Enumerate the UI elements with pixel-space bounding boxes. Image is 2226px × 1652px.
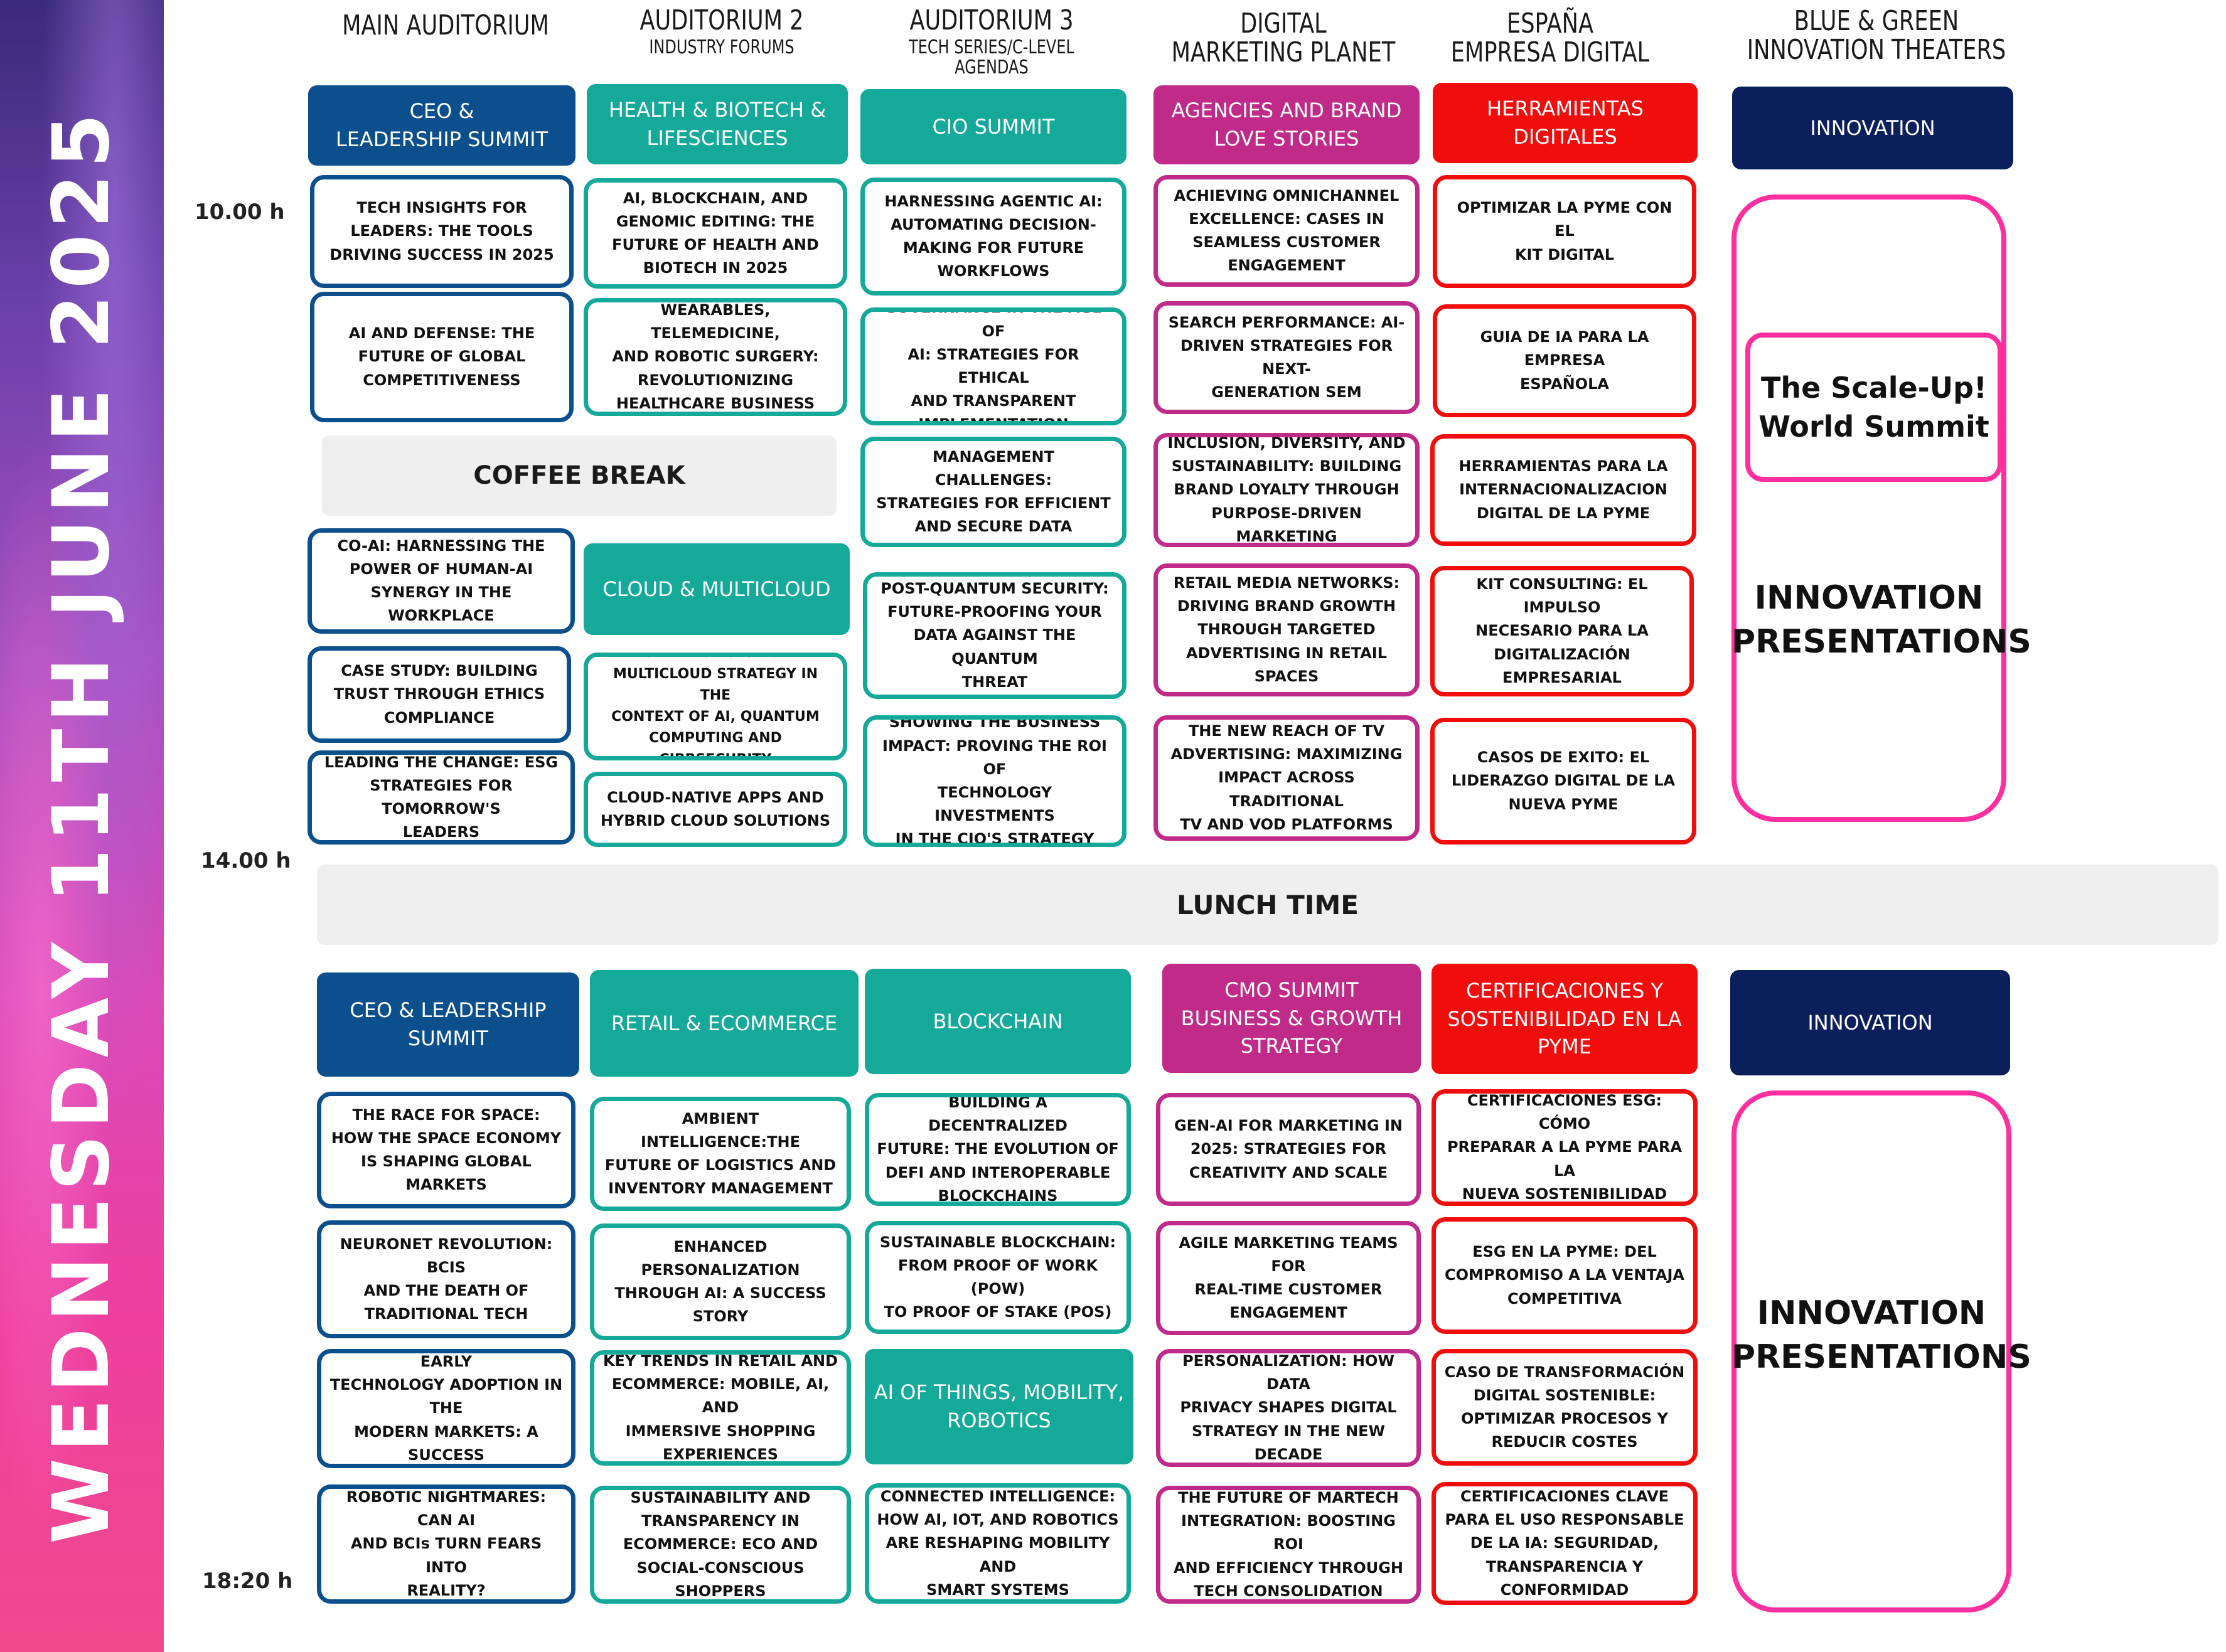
session-card[interactable]: ENHANCED PERSONALIZATION THROUGH AI: A S… <box>590 1223 851 1340</box>
session-card[interactable]: BEST PRACTICES FOR A MULTICLOUD STRATEGY… <box>584 653 847 760</box>
track-header-herramientas[interactable]: HERRAMIENTAS DIGITALES <box>1433 83 1698 163</box>
session-card[interactable]: POST-QUANTUM SECURITY: FUTURE-PROOFING Y… <box>863 572 1126 699</box>
session-card[interactable]: BUILDING A DECENTRALIZED FUTURE: THE EVO… <box>865 1093 1131 1206</box>
innovation-presentations-morning: INNOVATION PRESENTATIONS <box>1731 579 2031 661</box>
coffee-break: COFFEE BREAK <box>322 435 837 516</box>
session-card[interactable]: AI, BLOCKCHAIN, AND GENOMIC EDITING: THE… <box>584 178 847 289</box>
session-card[interactable]: CERTIFICACIONES CLAVE PARA EL USO RESPON… <box>1431 1482 1698 1605</box>
session-card[interactable]: CONNECTED INTELLIGENCE: HOW AI, IOT, AND… <box>865 1483 1131 1604</box>
time-mid: 14.00 h <box>201 848 291 873</box>
session-card[interactable]: CASOS DE EXITO: EL LIDERAZGO DIGITAL DE … <box>1430 718 1696 845</box>
session-card[interactable]: ACHIEVING OMNICHANNEL EXCELLENCE: CASES … <box>1153 175 1420 287</box>
venue-subtitle: TECH SERIES/C-LEVEL AGENDAS <box>909 36 1074 78</box>
session-card[interactable]: CERTIFICACIONES ESG: CÓMO PREPARAR A LA … <box>1431 1089 1698 1206</box>
track-header-cio-summit[interactable]: CIO SUMMIT <box>860 89 1126 164</box>
session-card[interactable]: OPTIMIZAR LA PYME CON EL KIT DIGITAL <box>1433 175 1696 288</box>
session-card[interactable]: SUSTAINABILITY AND TRANSPARENCY IN ECOMM… <box>590 1486 851 1604</box>
session-card[interactable]: HERRAMIENTAS PARA LA INTERNACIONALIZACIO… <box>1430 434 1696 546</box>
track-subheader-ai-of-things[interactable]: AI OF THINGS, MOBILITY, ROBOTICS <box>865 1349 1133 1464</box>
session-card[interactable]: AGILE MARKETING TEAMS FOR REAL-TIME CUST… <box>1156 1221 1421 1335</box>
time-end: 18:20 h <box>202 1569 293 1594</box>
session-card[interactable]: GUIA DE IA PARA LA EMPRESA ESPAÑOLA <box>1433 304 1696 417</box>
session-card[interactable]: KIT CONSULTING: EL IMPULSO NECESARIO PAR… <box>1430 566 1694 696</box>
session-card[interactable]: CLOUD-NATIVE APPS AND HYBRID CLOUD SOLUT… <box>584 772 847 847</box>
session-card[interactable]: THE NEW REACH OF TV ADVERTISING: MAXIMIZ… <box>1153 715 1420 841</box>
session-card[interactable]: ESG EN LA PYME: DEL COMPROMISO A LA VENT… <box>1431 1217 1698 1334</box>
session-card[interactable]: AI AND DEFENSE: THE FUTURE OF GLOBAL COM… <box>310 292 574 422</box>
track-header-health-biotech[interactable]: HEALTH & BIOTECH & LIFESCIENCES <box>587 84 848 164</box>
track-header-innovation-morning[interactable]: INNOVATION <box>1732 87 2013 169</box>
session-card[interactable]: KEY TRENDS IN RETAIL AND ECOMMERCE: MOBI… <box>590 1350 851 1466</box>
session-card[interactable]: HARNESSING AGENTIC AI: AUTOMATING DECISI… <box>860 178 1126 296</box>
session-card[interactable]: CO-AI: HARNESSING THE POWER OF HUMAN-AI … <box>308 528 575 634</box>
session-card[interactable]: THE FUTURE OF MARTECH INTEGRATION: BOOST… <box>1156 1486 1421 1604</box>
session-card[interactable]: GOVERNANCE IN THE AGE OF AI: STRATEGIES … <box>860 307 1126 425</box>
track-header-blockchain[interactable]: BLOCKCHAIN <box>865 969 1131 1074</box>
track-header-ceo-leadership[interactable]: CEO & LEADERSHIP SUMMIT <box>308 85 575 166</box>
session-card[interactable]: THE RACE FOR SPACE: HOW THE SPACE ECONOM… <box>317 1092 575 1208</box>
venue-title: AUDITORIUM 2 <box>639 4 804 36</box>
session-card[interactable]: NAVIGATING DATA MANAGEMENT CHALLENGES: S… <box>860 437 1126 547</box>
track-header-cmo-summit[interactable]: CMO SUMMIT BUSINESS & GROWTH STRATEGY <box>1162 964 1421 1073</box>
session-card[interactable]: INCLUSION, DIVERSITY, AND SUSTAINABILITY… <box>1153 433 1420 547</box>
session-card[interactable]: LEADING THE CHANGE: ESG STRATEGIES FOR T… <box>308 750 575 845</box>
venue-main-auditorium: MAIN AUDITORIUM <box>308 11 584 40</box>
session-card[interactable]: AMBIENT INTELLIGENCE:THE FUTURE OF LOGIS… <box>590 1097 851 1211</box>
venue-digital-marketing-planet: DIGITAL MARKETING PLANET <box>1142 0 1425 78</box>
day-banner: WEDNESDAY 11TH JUNE 2025 <box>0 0 164 1652</box>
track-header-innovation-afternoon[interactable]: INNOVATION <box>1730 970 2010 1075</box>
venue-auditorium-3: AUDITORIUM 3 TECH SERIES/C-LEVEL AGENDAS <box>847 6 1136 77</box>
track-header-certificaciones[interactable]: CERTIFICACIONES Y SOSTENIBILIDAD EN LA P… <box>1431 964 1698 1074</box>
venue-title: AUDITORIUM 3 <box>909 4 1074 36</box>
venue-title: ESPAÑA EMPRESA DIGITAL <box>1450 7 1650 68</box>
session-card[interactable]: SUSTAINABLE BLOCKCHAIN: FROM PROOF OF WO… <box>865 1221 1131 1334</box>
track-header-retail-ecommerce[interactable]: RETAIL & ECOMMERCE <box>590 970 859 1077</box>
innovation-block-morning <box>1731 195 2006 822</box>
venue-title: BLUE & GREEN INNOVATION THEATERS <box>1747 4 2006 66</box>
session-card[interactable]: NEURONET REVOLUTION: BCIS AND THE DEATH … <box>317 1220 575 1338</box>
session-card[interactable]: PERSONALIZATION: HOW DATA PRIVACY SHAPES… <box>1156 1349 1421 1467</box>
track-header-agencies-brand[interactable]: AGENCIES AND BRAND LOVE STORIES <box>1153 85 1420 164</box>
session-card[interactable]: TECH INSIGHTS FOR LEADERS: THE TOOLS DRI… <box>310 175 574 288</box>
session-card[interactable]: SEARCH PERFORMANCE: AI- DRIVEN STRATEGIE… <box>1153 301 1420 414</box>
track-header-ceo-leadership-pm[interactable]: CEO & LEADERSHIP SUMMIT <box>317 973 579 1077</box>
session-card[interactable]: CASO DE TRANSFORMACIÓN DIGITAL SOSTENIBL… <box>1431 1349 1698 1466</box>
innovation-block-afternoon <box>1731 1090 2011 1612</box>
venue-title: DIGITAL MARKETING PLANET <box>1171 7 1396 68</box>
session-card[interactable]: RETAIL MEDIA NETWORKS: DRIVING BRAND GRO… <box>1153 563 1420 696</box>
venue-title: MAIN AUDITORIUM <box>342 9 549 41</box>
venue-subtitle: INDUSTRY FORUMS <box>649 36 795 59</box>
session-card[interactable]: SHOWING THE BUSINESS IMPACT: PROVING THE… <box>863 715 1126 847</box>
venue-espana-empresa-digital: ESPAÑA EMPRESA DIGITAL <box>1412 0 1688 78</box>
session-card[interactable]: WEARABLES, TELEMEDICINE, AND ROBOTIC SUR… <box>584 298 847 416</box>
venue-auditorium-2: AUDITORIUM 2 INDUSTRY FORUMS <box>584 6 860 58</box>
day-label: WEDNESDAY 11TH JUNE 2025 <box>36 107 127 1544</box>
session-card[interactable]: CEOs GUIDE TO FACE THE EARLY TECHNOLOGY … <box>317 1349 575 1468</box>
session-card[interactable]: GEN-AI FOR MARKETING IN 2025: STRATEGIES… <box>1156 1093 1421 1206</box>
scale-up-summit-box[interactable]: The Scale-Up! World Summit <box>1745 333 2003 482</box>
session-card[interactable]: CASE STUDY: BUILDING TRUST THROUGH ETHIC… <box>308 646 571 743</box>
time-start: 10.00 h <box>195 200 285 225</box>
track-subheader-cloud-multicloud[interactable]: CLOUD & MULTICLOUD <box>584 543 850 635</box>
innovation-presentations-afternoon: INNOVATION PRESENTATIONS <box>1731 1294 2031 1377</box>
session-card[interactable]: ROBOTIC NIGHTMARES: CAN AI AND BCIs TURN… <box>317 1484 575 1604</box>
venue-innovation-theaters: BLUE & GREEN INNOVATION THEATERS <box>1694 0 2058 75</box>
lunch-break: LUNCH TIME <box>317 865 2218 945</box>
